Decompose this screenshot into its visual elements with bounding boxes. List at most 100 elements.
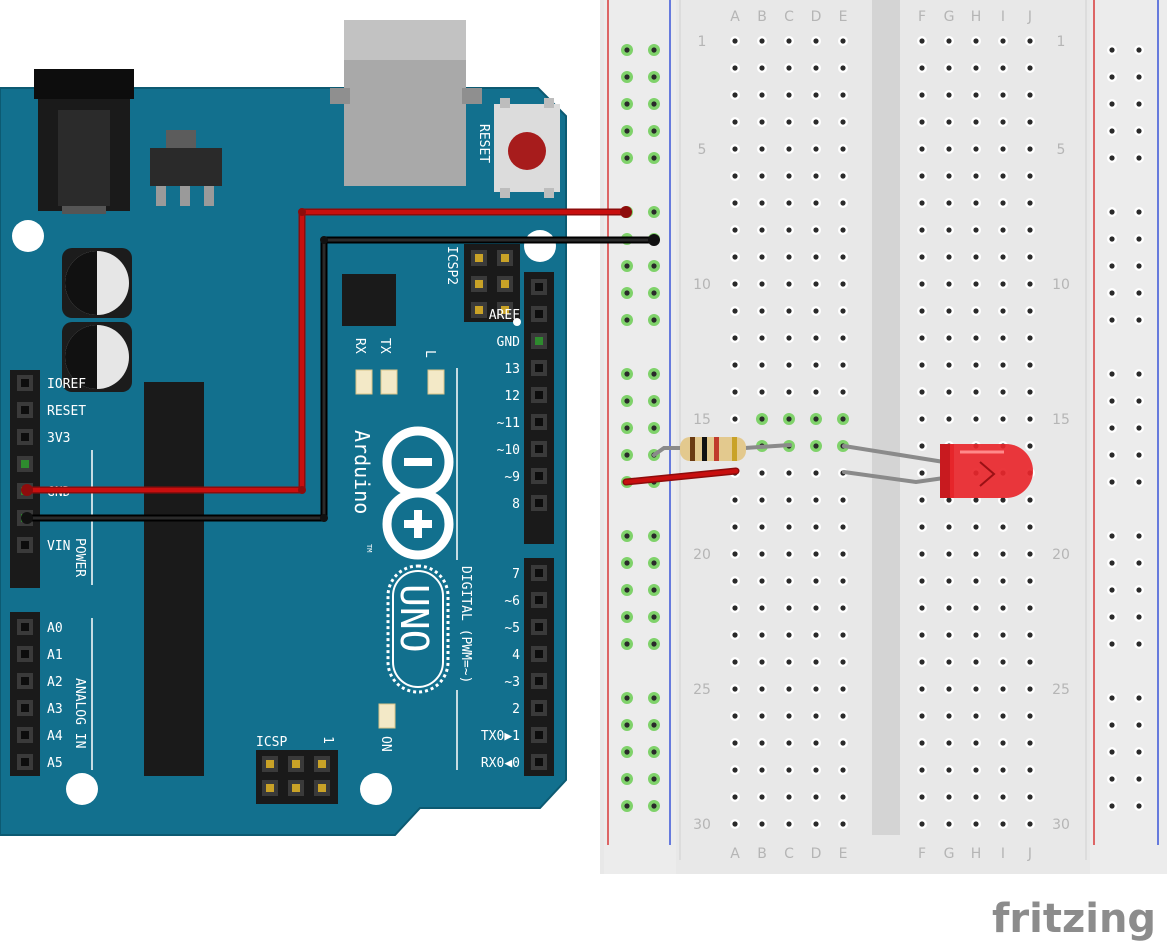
- header-pin-socket: [21, 460, 29, 468]
- breadboard-hole-center: [1000, 794, 1006, 800]
- rail-hole-center: [651, 290, 657, 296]
- icsp2-pin-tip: [501, 254, 509, 262]
- rail-hole-center: [1136, 641, 1142, 647]
- breadboard-hole-center: [1027, 281, 1033, 287]
- breadboard-hole-center: [946, 38, 952, 44]
- breadboard-row-label: 30: [1052, 817, 1070, 833]
- breadboard-column-label: A: [730, 9, 740, 25]
- rail-hole-center: [1136, 236, 1142, 242]
- breadboard-hole-center: [786, 470, 792, 476]
- breadboard-hole-center: [1000, 200, 1006, 206]
- rail-hole-center: [651, 722, 657, 728]
- breadboard-row-label: 15: [693, 412, 711, 428]
- breadboard-hole-center: [759, 362, 765, 368]
- reset-button[interactable]: [494, 98, 560, 198]
- breadboard-hole-center: [786, 335, 792, 341]
- breadboard-hole-center: [840, 578, 846, 584]
- breadboard-row-label: 5: [698, 142, 707, 158]
- icsp-pin-tip: [292, 784, 300, 792]
- breadboard-hole-center: [813, 686, 819, 692]
- rail-hole-center: [651, 155, 657, 161]
- breadboard-hole-center: [1027, 200, 1033, 206]
- breadboard-hole-center: [946, 281, 952, 287]
- rail-hole-center: [651, 803, 657, 809]
- breadboard-hole-center: [919, 551, 925, 557]
- breadboard-hole-center: [813, 119, 819, 125]
- breadboard-hole-center: [973, 38, 979, 44]
- breadboard-hole-center: [759, 794, 765, 800]
- rail-hole-center: [1109, 560, 1115, 566]
- breadboard-hole-center: [1027, 632, 1033, 638]
- breadboard-hole-center: [973, 821, 979, 827]
- rail-hole-center: [651, 101, 657, 107]
- voltage-regulator: [150, 130, 222, 206]
- rail-hole-center: [1109, 452, 1115, 458]
- breadboard-hole-center: [759, 497, 765, 503]
- rail-hole-center: [651, 641, 657, 647]
- icsp-pin-tip: [266, 784, 274, 792]
- breadboard-hole-center: [1027, 713, 1033, 719]
- breadboard-hole-center: [732, 497, 738, 503]
- breadboard-hole-center: [946, 389, 952, 395]
- breadboard-hole-center: [973, 740, 979, 746]
- breadboard-column-label: B: [757, 9, 767, 25]
- header-pin-socket: [535, 704, 543, 712]
- mounting-hole: [66, 773, 98, 805]
- reset-label: RESET: [476, 124, 491, 163]
- breadboard-hole-center: [1000, 389, 1006, 395]
- breadboard-hole-center: [813, 713, 819, 719]
- header-pin-socket: [535, 650, 543, 658]
- breadboard-hole-center: [919, 632, 925, 638]
- breadboard-column-label: D: [811, 846, 822, 862]
- breadboard-hole-center: [732, 335, 738, 341]
- breadboard-hole-center: [732, 551, 738, 557]
- pin-label: 8: [512, 497, 520, 512]
- rail-hole-center: [624, 722, 630, 728]
- breadboard-hole-center: [786, 65, 792, 71]
- breadboard-hole-center: [1000, 146, 1006, 152]
- rail-hole-center: [1136, 776, 1142, 782]
- black-wire-gnd-core: [25, 238, 656, 520]
- breadboard-hole-center: [759, 281, 765, 287]
- breadboard-hole-center: [813, 659, 819, 665]
- breadboard-hole-center: [1000, 92, 1006, 98]
- breadboard-hole-center: [732, 119, 738, 125]
- breadboard-hole-center: [1027, 767, 1033, 773]
- power-group-label: POWER: [72, 538, 87, 577]
- breadboard-hole-center: [1000, 173, 1006, 179]
- rail-hole-center: [651, 398, 657, 404]
- icsp2-pin-tip: [475, 254, 483, 262]
- breadboard-column-label: B: [757, 846, 767, 862]
- rail-hole-center: [1136, 155, 1142, 161]
- breadboard-hole-center: [1000, 821, 1006, 827]
- breadboard-hole-center: [813, 443, 819, 449]
- rail-hole-center: [624, 74, 630, 80]
- breadboard-hole-center: [786, 146, 792, 152]
- breadboard-hole-center: [973, 146, 979, 152]
- breadboard-hole-center: [1000, 497, 1006, 503]
- rail-hole-center: [1136, 695, 1142, 701]
- rail-hole-center: [651, 776, 657, 782]
- breadboard-hole-center: [946, 524, 952, 530]
- pin-label: RESET: [47, 404, 86, 419]
- breadboard-row-label: 20: [693, 547, 711, 563]
- rail-hole-center: [1136, 587, 1142, 593]
- breadboard-hole-center: [813, 146, 819, 152]
- breadboard-hole-center: [973, 605, 979, 611]
- rail-hole-center: [1109, 479, 1115, 485]
- breadboard-hole-center: [786, 686, 792, 692]
- atmega-chip: [144, 382, 204, 776]
- breadboard-hole-center: [786, 173, 792, 179]
- rail-hole-center: [1109, 722, 1115, 728]
- breadboard-hole-center: [1000, 632, 1006, 638]
- rail-hole-center: [1109, 128, 1115, 134]
- header-pin-socket: [535, 310, 543, 318]
- rail-hole-center: [624, 776, 630, 782]
- breadboard-hole-center: [759, 200, 765, 206]
- rail-hole-center: [624, 290, 630, 296]
- breadboard-hole-center: [813, 254, 819, 260]
- rail-hole-center: [651, 425, 657, 431]
- breadboard-hole-center: [973, 173, 979, 179]
- breadboard-hole-center: [840, 146, 846, 152]
- breadboard-hole-center: [732, 794, 738, 800]
